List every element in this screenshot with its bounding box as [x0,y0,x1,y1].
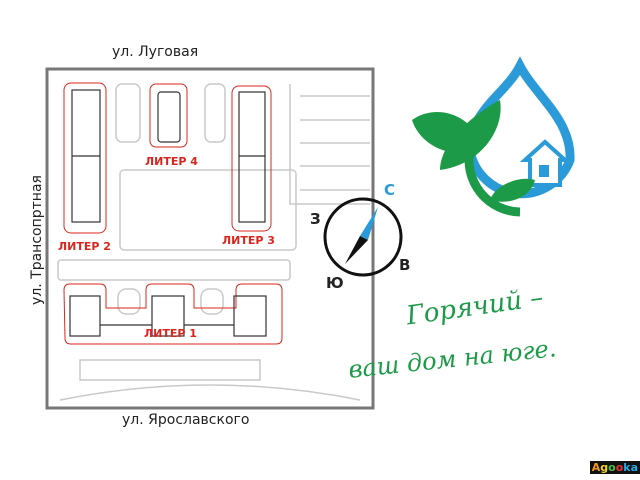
watermark-char: g [600,461,609,474]
compass-needle-south [345,236,368,264]
compass-east-label: В [399,256,411,274]
street-label-left: ул. Трансопртная [29,175,45,305]
compass [323,197,403,277]
liter-3-label: ЛИТЕР 3 [222,234,275,247]
compass-needle-north [360,207,378,240]
compass-west-label: З [310,210,321,228]
plot-boundary [45,67,375,410]
building-liter-3[interactable] [231,85,272,232]
compass-north-label: С [384,181,396,199]
building-liter-1[interactable] [63,283,283,345]
watermark-char: o [615,461,624,474]
watermark: Agooka [589,461,640,474]
brand-logo [412,56,575,217]
watermark-char: A [591,461,601,474]
street-label-bottom: ул. Ярославского [122,412,250,428]
building-liter-2[interactable] [63,82,107,234]
liter-4-label: ЛИТЕР 4 [145,155,198,168]
liter-2-label: ЛИТЕР 2 [58,240,111,253]
compass-south-label: Ю [326,274,344,292]
building-liter-4[interactable] [149,83,188,148]
street-label-top: ул. Луговая [112,44,199,60]
liter-1-label: ЛИТЕР 1 [144,327,197,340]
watermark-char: o [608,461,616,474]
watermark-char: ka [623,461,638,474]
